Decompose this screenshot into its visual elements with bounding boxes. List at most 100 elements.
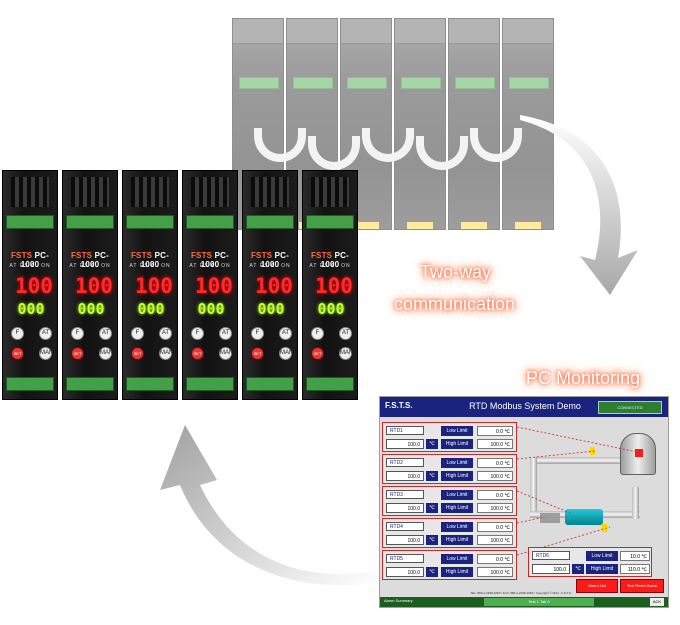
rtd-panel: RTD3 100.0 ℃ Low Limit 0.0 ℃ High Limit … xyxy=(382,486,517,516)
man-button[interactable]: MAN xyxy=(339,347,353,360)
sv-display: 000 xyxy=(77,300,105,318)
controller-rack: FSTS PC-1000 AT RS AL ON 100 000 F AT SE… xyxy=(2,170,358,402)
high-limit-label: High Limit xyxy=(441,503,473,513)
rear-module xyxy=(394,18,446,230)
rtd-value: 100.0 xyxy=(386,567,424,577)
sv-display: 000 xyxy=(317,300,345,318)
low-limit-input[interactable]: 0.0 ℃ xyxy=(477,490,513,500)
alarm-summary-label: Alarm Summary xyxy=(384,598,413,603)
high-limit-input[interactable]: 100.0 ℃ xyxy=(477,535,513,545)
high-limit-label: High Limit xyxy=(586,564,618,574)
terminal-block xyxy=(246,215,294,229)
valve xyxy=(590,447,595,455)
alarm-list-button[interactable]: Alarm List xyxy=(576,579,618,593)
pipe xyxy=(530,457,537,517)
pv-display: 100 xyxy=(15,274,53,298)
valve xyxy=(602,524,607,532)
terminal-block xyxy=(186,215,234,229)
high-limit-input[interactable]: 100.0 ℃ xyxy=(477,567,513,577)
terminal-block xyxy=(126,377,174,391)
low-limit-input[interactable]: 0.0 ℃ xyxy=(477,554,513,564)
rtd-name: RTD4 xyxy=(386,522,424,531)
tank xyxy=(620,433,656,475)
set-button[interactable]: SET xyxy=(131,347,144,360)
high-limit-input[interactable]: 100.0 ℃ xyxy=(477,471,513,481)
man-button[interactable]: MAN xyxy=(279,347,293,360)
arrow-down-right xyxy=(520,115,638,295)
high-limit-input[interactable]: 100.0 ℃ xyxy=(477,439,513,449)
rtd-value: 100.0 xyxy=(386,535,424,545)
low-limit-input[interactable]: 0.0 ℃ xyxy=(477,522,513,532)
f-button[interactable]: F xyxy=(11,327,24,340)
high-limit-label: High Limit xyxy=(441,439,473,449)
at-button[interactable]: AT xyxy=(339,327,352,340)
f-button[interactable]: F xyxy=(71,327,84,340)
at-button[interactable]: AT xyxy=(99,327,112,340)
set-button[interactable]: SET xyxy=(311,347,324,360)
rtd-name: RTD6 xyxy=(532,551,570,560)
at-button[interactable]: AT xyxy=(39,327,52,340)
low-limit-input[interactable]: 0.0 ℃ xyxy=(477,426,513,436)
monitoring-screen: F.S.T.S. RTD Modbus System Demo CONNECTE… xyxy=(379,396,669,608)
rtd-value: 100.0 xyxy=(386,439,424,449)
low-limit-label: Low Limit xyxy=(441,426,473,436)
f-button[interactable]: F xyxy=(191,327,204,340)
bus-cable xyxy=(308,136,360,170)
pv-display: 100 xyxy=(315,274,353,298)
terminal-block xyxy=(66,215,114,229)
caption-communication: communication xyxy=(394,294,516,314)
temperature-controller: FSTS PC-1000 AT RS AL ON 100 000 F AT SE… xyxy=(122,170,178,400)
low-limit-label: Low Limit xyxy=(441,522,473,532)
sv-display: 000 xyxy=(197,300,225,318)
low-limit-input[interactable]: 0.0 ℃ xyxy=(477,458,513,468)
at-button[interactable]: AT xyxy=(219,327,232,340)
low-limit-input[interactable]: 10.0 ℃ xyxy=(620,551,650,561)
copyright-text: TEL: 886-2-2298-1860 / FAX: 886-2-2298-1… xyxy=(470,591,572,595)
terminal-block xyxy=(306,377,354,391)
man-button[interactable]: MAN xyxy=(39,347,53,360)
f-button[interactable]: F xyxy=(311,327,324,340)
f-button[interactable]: F xyxy=(251,327,264,340)
terminal-block xyxy=(6,377,54,391)
reset-alarm-button[interactable]: Test Reset Alarm xyxy=(620,579,664,593)
rtd-panel: RTD2 100.0 ℃ Low Limit 0.0 ℃ High Limit … xyxy=(382,454,517,484)
man-button[interactable]: MAN xyxy=(99,347,113,360)
ack-button[interactable]: ACK xyxy=(650,598,664,606)
indicator-labels: AT RS AL ON xyxy=(129,263,171,269)
bus-cable xyxy=(470,128,522,162)
low-limit-label: Low Limit xyxy=(441,490,473,500)
caption-two-way: Two-way xyxy=(420,262,492,282)
low-limit-label: Low Limit xyxy=(441,554,473,564)
set-button[interactable]: SET xyxy=(191,347,204,360)
man-button[interactable]: MAN xyxy=(159,347,173,360)
pump xyxy=(565,509,603,525)
at-button[interactable]: AT xyxy=(279,327,292,340)
pipe xyxy=(530,457,620,464)
rtd-value: 100.0 xyxy=(386,471,424,481)
terminal-block xyxy=(306,215,354,229)
pv-display: 100 xyxy=(135,274,173,298)
screen-header: F.S.T.S. RTD Modbus System Demo CONNECTE… xyxy=(380,397,668,417)
set-button[interactable]: SET xyxy=(11,347,24,360)
screen-footer: Alarm Summary Test 1 Tab 0 ACK xyxy=(380,597,668,607)
pv-display: 100 xyxy=(195,274,233,298)
at-button[interactable]: AT xyxy=(159,327,172,340)
footer-status: Test 1 Tab 0 xyxy=(484,598,594,606)
man-button[interactable]: MAN xyxy=(219,347,233,360)
controller-brand: FSTS PC-1000 xyxy=(10,251,50,269)
high-limit-input[interactable]: 100.0 ℃ xyxy=(477,503,513,513)
high-limit-label: High Limit xyxy=(441,567,473,577)
screen-logo: F.S.T.S. xyxy=(385,401,413,410)
rtd-value: 100.0 xyxy=(532,564,570,574)
rtd-name: RTD2 xyxy=(386,458,424,467)
f-button[interactable]: F xyxy=(131,327,144,340)
low-limit-label: Low Limit xyxy=(586,551,618,561)
set-button[interactable]: SET xyxy=(71,347,84,360)
sv-display: 000 xyxy=(257,300,285,318)
high-limit-input[interactable]: 110.0 ℃ xyxy=(620,564,650,574)
temperature-controller: FSTS PC-1000 AT RS AL ON 100 000 F AT SE… xyxy=(242,170,298,400)
terminal-block xyxy=(126,215,174,229)
terminal-block xyxy=(6,215,54,229)
high-limit-label: High Limit xyxy=(441,535,473,545)
set-button[interactable]: SET xyxy=(251,347,264,360)
